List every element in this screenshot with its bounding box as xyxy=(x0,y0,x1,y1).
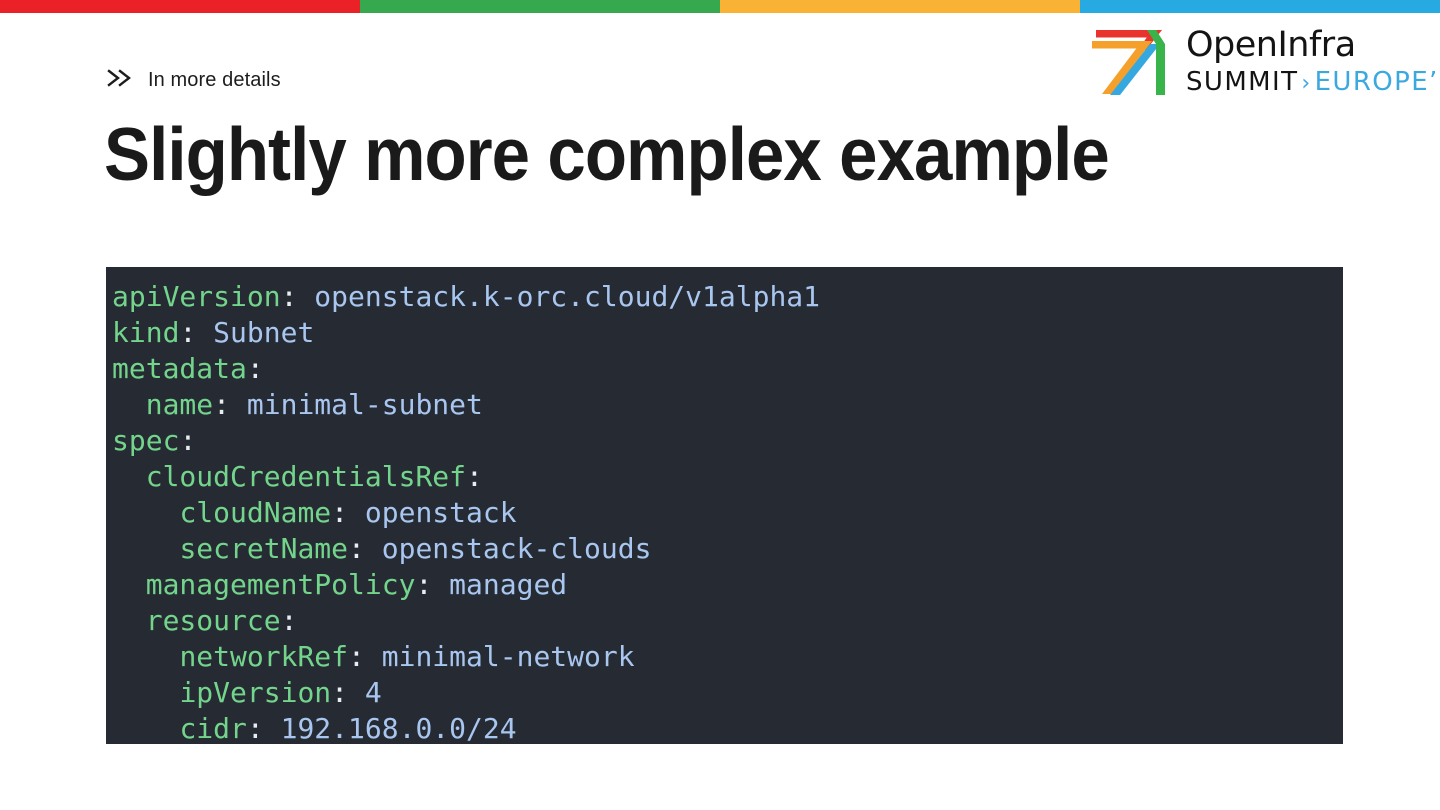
yaml-value: 4 xyxy=(364,676,382,709)
yaml-key: networkRef xyxy=(179,640,349,673)
yaml-colon: : xyxy=(280,280,298,313)
yaml-colon: : xyxy=(466,460,483,493)
yaml-value: minimal-network xyxy=(381,640,635,673)
yaml-key: cidr xyxy=(179,712,247,744)
yaml-value: managed xyxy=(449,568,568,601)
yaml-key: managementPolicy xyxy=(145,568,416,601)
double-chevron-right-icon xyxy=(106,68,136,93)
yaml-key: secretName xyxy=(179,532,349,565)
yaml-value: Subnet xyxy=(213,316,315,349)
yaml-colon: : xyxy=(331,496,349,529)
yaml-key: ipVersion xyxy=(179,676,332,709)
yaml-value: openstack.k-orc.cloud/v1alpha1 xyxy=(314,280,821,313)
yaml-colon: : xyxy=(213,388,231,421)
yaml-key: kind xyxy=(112,316,180,349)
color-segment-orange xyxy=(720,0,1080,13)
yaml-colon: : xyxy=(348,532,365,565)
yaml-key: metadata xyxy=(112,352,247,385)
openinfra-wordmark: OpenInfra xyxy=(1186,25,1356,65)
summit-label: SUMMIT xyxy=(1186,67,1299,97)
code-block: apiVersion: openstack.k-orc.cloud/v1alph… xyxy=(106,267,1343,744)
yaml-colon: : xyxy=(331,676,349,709)
yaml-colon: : xyxy=(415,568,433,601)
chevron-right-icon: › xyxy=(1301,71,1312,96)
yaml-key: cloudCredentialsRef xyxy=(145,460,467,493)
yaml-colon: : xyxy=(246,352,264,385)
yaml-colon: : xyxy=(280,604,298,637)
yaml-key: apiVersion xyxy=(112,280,281,313)
code-content: apiVersion: openstack.k-orc.cloud/v1alph… xyxy=(112,279,1343,744)
summit-edition-line: SUMMIT›EUROPE’25 xyxy=(1186,68,1440,98)
yaml-colon: : xyxy=(179,316,197,349)
yaml-value: openstack-clouds xyxy=(381,532,652,565)
yaml-key: spec xyxy=(112,424,180,457)
yaml-value: minimal-subnet xyxy=(246,388,483,421)
yaml-value: openstack xyxy=(364,496,517,529)
yaml-colon: : xyxy=(348,640,365,673)
yaml-colon: : xyxy=(179,424,197,457)
page-title: Slightly more complex example xyxy=(104,112,1110,196)
yaml-key: cloudName xyxy=(179,496,332,529)
color-segment-blue xyxy=(1080,0,1440,13)
color-segment-red xyxy=(0,0,360,13)
openinfra-summit-logo: OpenInfra SUMMIT›EUROPE’25 xyxy=(1090,25,1440,101)
openinfra-logo-mark xyxy=(1090,28,1174,101)
yaml-colon: : xyxy=(246,712,264,744)
eyebrow-label: In more details xyxy=(148,69,281,91)
yaml-key: name xyxy=(145,388,214,421)
eyebrow: In more details xyxy=(106,68,281,93)
yaml-value: 192.168.0.0/24 xyxy=(280,712,517,744)
edition-label: EUROPE’25 xyxy=(1314,67,1440,97)
color-segment-green xyxy=(360,0,720,13)
top-color-bar xyxy=(0,0,1440,13)
yaml-key: resource xyxy=(145,604,281,637)
